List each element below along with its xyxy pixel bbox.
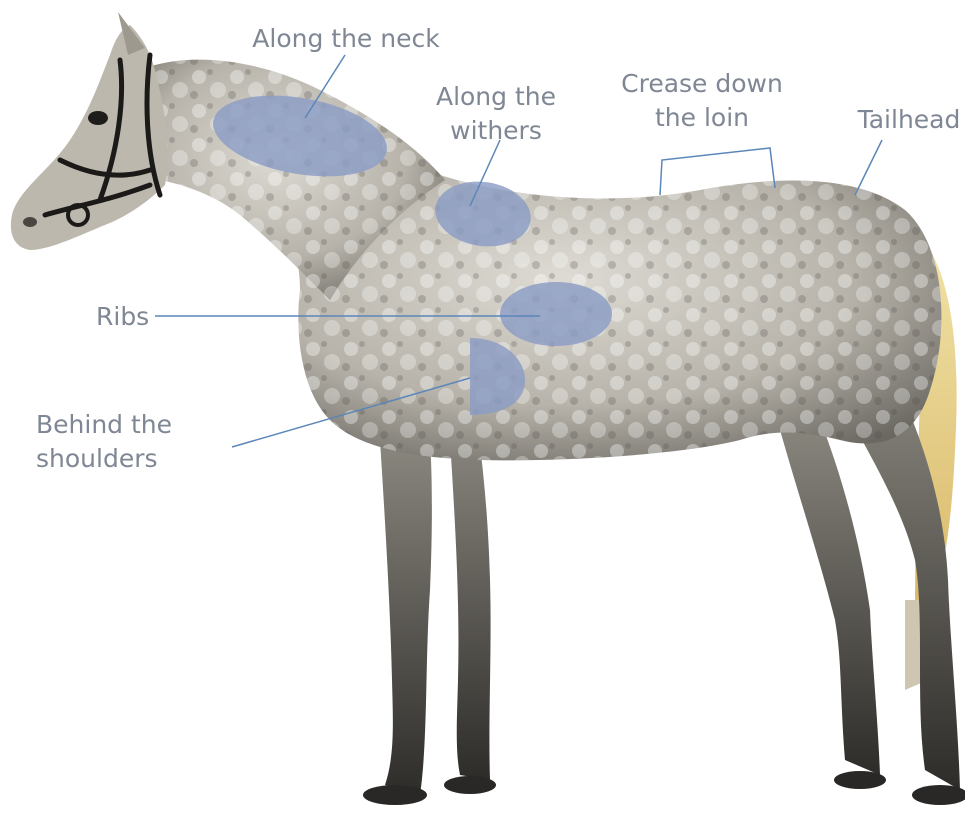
horse-nostril: [23, 217, 37, 227]
label-behind-the-shoulders: Behind the shoulders: [36, 408, 196, 476]
label-tailhead: Tailhead: [850, 103, 965, 137]
label-along-the-withers: Along the withers: [426, 80, 566, 148]
hoof-2: [444, 776, 496, 794]
tailhead-leader-line: [855, 140, 882, 195]
label-crease-down-the-loin: Crease down the loin: [612, 67, 792, 135]
label-ribs: Ribs: [96, 300, 156, 334]
hoof-3: [834, 771, 886, 789]
horse-eye: [88, 111, 108, 125]
ribs-highlight: [500, 282, 612, 346]
fore-leg-far: [450, 430, 491, 780]
hoof-1: [363, 785, 427, 805]
label-along-the-neck: Along the neck: [246, 22, 446, 56]
hind-leg-far: [780, 420, 880, 775]
fore-leg-near: [380, 440, 432, 795]
hoof-4: [912, 785, 965, 805]
